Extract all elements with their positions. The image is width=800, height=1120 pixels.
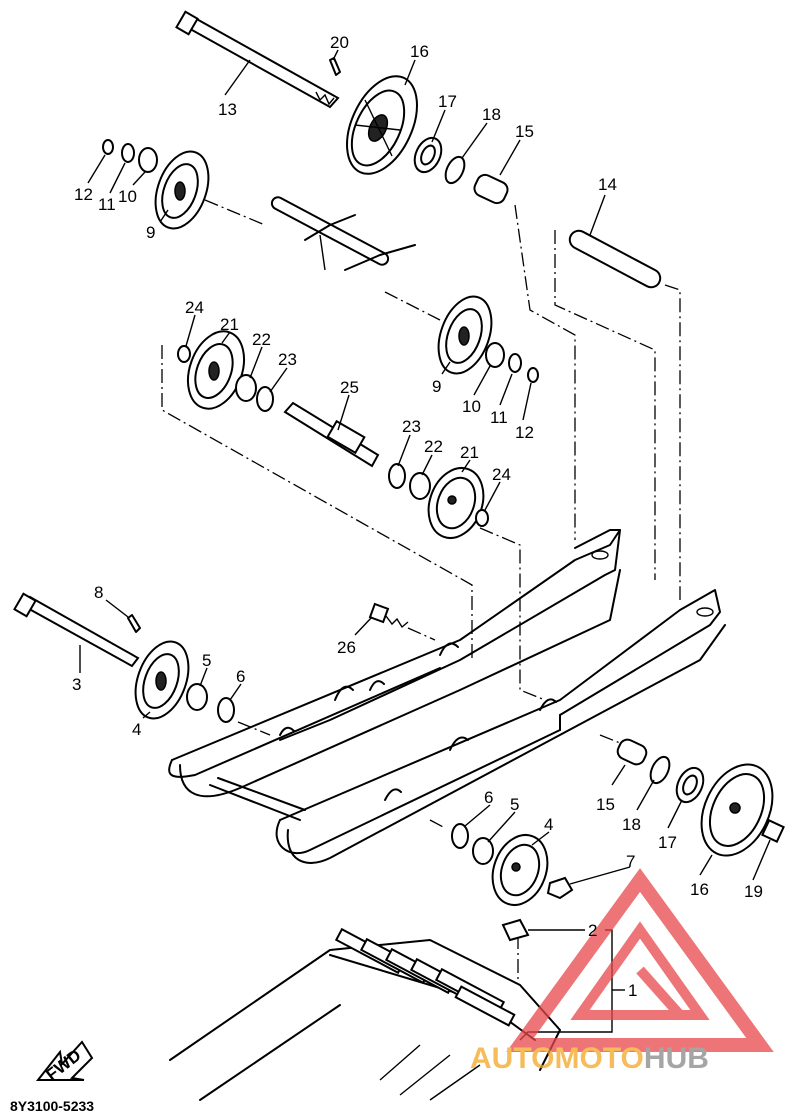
cotter-pin-8: [127, 614, 141, 633]
axle-25: [283, 401, 380, 468]
wheel-set-mid-right: [388, 463, 489, 539]
callout-24-right: 24: [492, 465, 511, 484]
bolt-26: [368, 602, 409, 629]
track-belt: [169, 927, 561, 1101]
callout-12-right: 12: [515, 423, 534, 442]
callout-1: 1: [628, 981, 637, 1000]
callout-4-left: 4: [132, 720, 141, 739]
collar-15: [473, 173, 509, 205]
callout-20: 20: [330, 33, 349, 52]
watermark-text-part2: HUB: [644, 1042, 709, 1075]
callout-23-left: 23: [278, 350, 297, 369]
drawing-code: 8Y3100-5233: [10, 1098, 94, 1114]
bearing-17: [413, 136, 443, 174]
shaft-14: [568, 229, 662, 289]
callout-4-right: 4: [544, 815, 553, 834]
fwd-arrow-icon: FWD: [35, 1040, 94, 1084]
callout-5-left: 5: [202, 651, 211, 670]
callout-18-top: 18: [482, 105, 501, 124]
callout-10-left: 10: [118, 187, 137, 206]
watermark-text-part1: AUTOMOTO: [470, 1042, 644, 1075]
callout-23-right: 23: [402, 417, 421, 436]
callout-3: 3: [72, 675, 81, 694]
wheel-set-mid-left: [177, 330, 274, 412]
callout-17-top: 17: [438, 92, 457, 111]
wheel-4-left: [134, 640, 235, 723]
callout-14: 14: [598, 175, 617, 194]
callout-2: 2: [588, 921, 597, 940]
axle-shaft-13: [175, 10, 340, 109]
circlip-18: [444, 155, 466, 185]
wheel-9-right: [437, 295, 493, 375]
callout-22-right: 22: [424, 437, 443, 456]
callout-26: 26: [337, 638, 356, 657]
callout-numbers: 20 16 17 18 15 14 13 12 11 10 9 24 21 22…: [72, 33, 763, 1000]
watermark-logo-inner: [570, 921, 710, 1020]
callout-8: 8: [94, 583, 103, 602]
axle-3: [13, 592, 140, 668]
cross-frame-bracket: [270, 196, 416, 271]
callout-15-top: 15: [515, 122, 534, 141]
leader-lines: [79, 49, 771, 1041]
callout-10-right: 10: [462, 397, 481, 416]
callout-21-right: 21: [460, 443, 479, 462]
callout-19: 19: [744, 882, 763, 901]
callout-9-right: 9: [432, 377, 441, 396]
clip-2: [501, 918, 530, 942]
callout-12-left: 12: [74, 185, 93, 204]
callout-11-right: 11: [490, 408, 508, 427]
callout-18-right: 18: [622, 815, 641, 834]
wheel-set-upper-left: [102, 139, 210, 230]
callout-7: 7: [626, 852, 635, 871]
callout-16-top: 16: [410, 42, 429, 61]
callout-25: 25: [340, 378, 359, 397]
bearing-set-right: [485, 342, 539, 383]
callout-5-right: 5: [510, 795, 519, 814]
callout-16-right: 16: [690, 880, 709, 899]
callout-6-right: 6: [484, 788, 493, 807]
svg-text:AUTOMOTOHUB: AUTOMOTOHUB: [470, 1042, 709, 1075]
callout-11-left: 11: [98, 195, 116, 214]
callout-9-left: 9: [146, 223, 155, 242]
idler-wheel-16: [346, 75, 418, 175]
assembly-guide-lines: [161, 199, 681, 980]
wheel-set-lower-center: [451, 823, 574, 906]
callout-17-right: 17: [658, 833, 677, 852]
cotter-pin-20: [329, 57, 341, 76]
watermark-logo-triangle: [506, 868, 774, 1052]
automotohub-watermark: AUTOMOTOHUB: [470, 868, 774, 1075]
wheel-set-lower-right: [616, 738, 785, 857]
callout-13: 13: [218, 100, 237, 119]
callout-15-right: 15: [596, 795, 615, 814]
slide-rails: [168, 529, 726, 864]
callout-22-left: 22: [252, 330, 271, 349]
callout-24-left: 24: [185, 298, 204, 317]
callout-21-left: 21: [220, 315, 239, 334]
callout-6-left: 6: [236, 667, 245, 686]
